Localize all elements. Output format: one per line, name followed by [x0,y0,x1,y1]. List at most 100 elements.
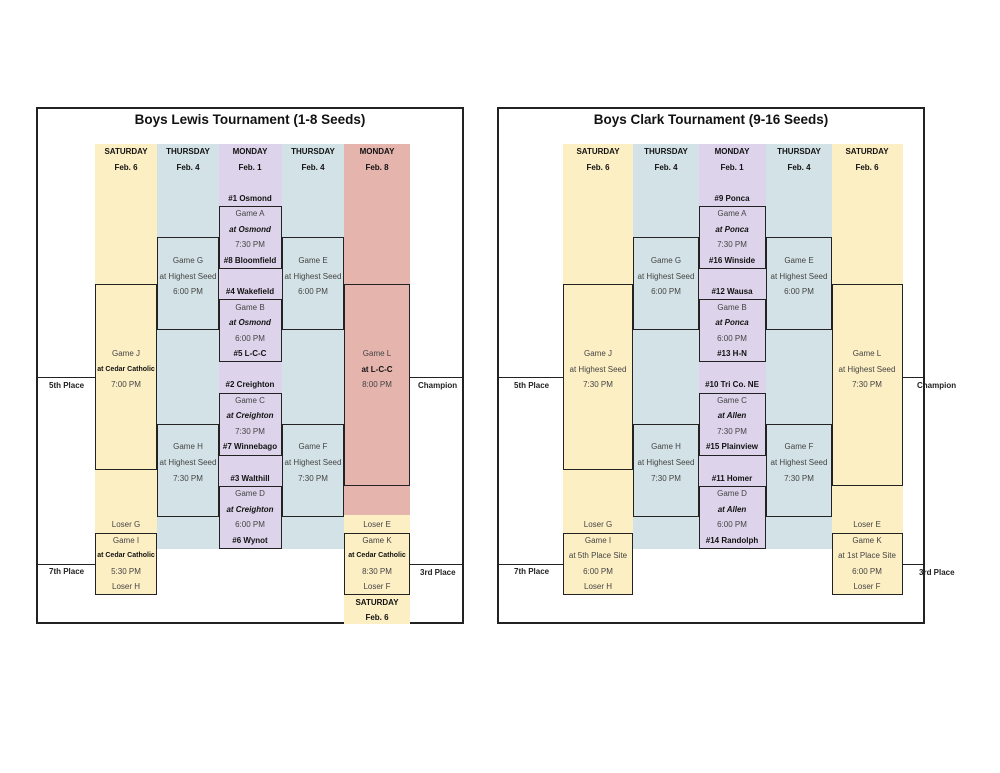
seventh-place-label: 7th Place [514,567,550,576]
column-date: Feb. 6 [365,613,389,622]
saturday-column [563,144,633,594]
team-seed: #3 Walthill [230,474,270,483]
game-site: at Osmond [229,318,271,327]
game-e-box [282,237,344,330]
column-date: Feb. 6 [855,163,879,172]
game-time: 8:00 PM [362,380,392,389]
loser-label: Loser H [111,582,141,591]
game-site: at 5th Place Site [568,551,628,560]
column-day: THURSDAY [166,147,210,156]
game-time: 7:30 PM [298,474,328,483]
monday-column [219,144,282,549]
game-k-box [832,533,903,595]
game-h-box [157,424,219,517]
team-seed: #16 Winside [708,256,756,265]
loser-label: Loser F [363,582,391,591]
game-label: Game D [235,489,265,498]
game-time: 6:00 PM [717,334,747,343]
game-l-box [832,284,903,486]
game-label: Game K [852,536,882,545]
game-c-box [699,393,766,456]
game-label: Game F [298,442,328,451]
game-label: Game L [852,349,882,358]
game-time: 7:30 PM [852,380,882,389]
game-j-box [95,284,157,470]
clark-bracket-panel: Boys Clark Tournament (9-16 Seeds) SATUR… [497,107,956,624]
fifth-place-label: 5th Place [514,381,550,390]
team-seed: #8 Bloomfield [223,256,277,265]
monday-final-column [344,144,410,515]
game-time: 6:00 PM [717,520,747,529]
game-label: Game I [584,536,612,545]
game-time: 6:00 PM [173,287,203,296]
game-time: 6:00 PM [651,287,681,296]
game-label: Game I [112,536,140,545]
game-label: Game C [235,396,265,405]
game-site: at Cedar Catholic [348,552,406,559]
saturday-column [832,144,903,594]
game-k-box [344,533,410,595]
column-day: THURSDAY [291,147,335,156]
champion-label: Champion [917,381,957,390]
game-label: Game K [362,536,392,545]
team-seed: #11 Homer [711,474,753,483]
game-i-box [563,533,633,595]
thursday-column [282,144,344,549]
column-day: MONDAY [359,147,395,156]
game-label: Game F [784,442,814,451]
team-seed: #14 Randolph [705,536,759,545]
game-site: at Cedar Catholic [97,366,155,373]
seventh-place-label: 7th Place [49,567,85,576]
team-seed: #10 Tri Co. NE [705,380,759,389]
game-site: at Cedar Catholic [97,552,155,559]
game-site: at Highest Seed [637,272,695,281]
game-site: at Highest Seed [838,365,896,374]
game-label: Game A [717,209,747,218]
fifth-place-line [499,377,563,378]
game-i-box [95,533,157,595]
game-time: 7:30 PM [784,474,814,483]
game-label: Game J [583,349,613,358]
column-day: MONDAY [232,147,268,156]
game-label: Game H [651,442,681,451]
loser-label: Loser E [853,520,881,529]
column-date: Feb. 1 [720,163,744,172]
bracket-title: Boys Lewis Tournament (1-8 Seeds) [134,112,366,127]
team-seed: #6 Wynot [232,536,268,545]
game-f-box [766,424,832,517]
seventh-place-line [38,564,95,565]
game-time: 6:00 PM [583,567,613,576]
third-place-line [903,564,925,565]
column-day: MONDAY [714,147,750,156]
game-label: Game L [362,349,392,358]
game-time: 7:30 PM [173,474,203,483]
game-j-box [563,284,633,470]
game-b-box [699,299,766,362]
game-d-box [699,486,766,549]
game-d-box [219,486,282,549]
game-site: at Allen [717,505,747,514]
bracket-title: Boys Clark Tournament (9-16 Seeds) [593,112,829,127]
column-date: Feb. 1 [238,163,262,172]
loser-label: Loser G [583,520,613,529]
champion-line [903,377,925,378]
game-site: at Highest Seed [770,458,828,467]
game-h-box [633,424,699,517]
game-time: 7:30 PM [235,427,265,436]
game-site: at Highest Seed [284,272,342,281]
game-site: at L-C-C [361,365,393,374]
team-seed: #13 H-N [717,349,747,358]
fifth-place-label: 5th Place [49,381,85,390]
column-day: SATURDAY [355,598,399,607]
team-seed: #4 Wakefield [225,287,275,296]
game-site: at Highest Seed [159,272,217,281]
game-label: Game G [650,256,682,265]
fifth-place-line [38,377,95,378]
game-time: 7:30 PM [651,474,681,483]
game-site: at Highest Seed [770,272,828,281]
game-l-box [344,284,410,486]
column-day: SATURDAY [845,147,889,156]
game-site: at Highest Seed [637,458,695,467]
game-time: 8:30 PM [362,567,392,576]
team-seed: #15 Plainview [705,442,759,451]
